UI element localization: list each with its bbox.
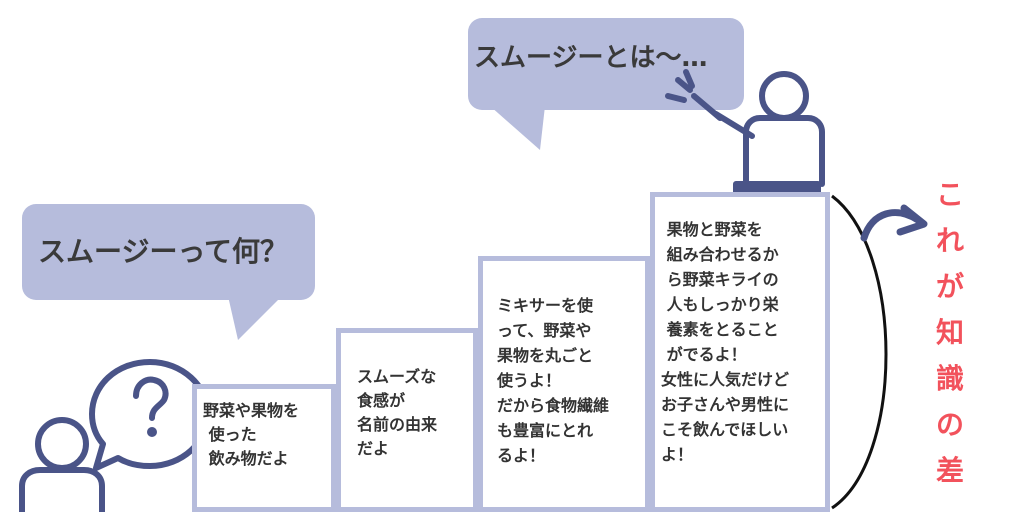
curved-arrow-icon — [860, 204, 928, 242]
step-1: 野菜や果物を 使った 飲み物だよ — [192, 384, 336, 512]
teacher-bubble-text: スムージーとは～… — [474, 43, 708, 73]
question-person-icon — [19, 359, 211, 512]
question-bubble-text: スムージーって何？ — [38, 235, 289, 268]
side-label: こ れ が 知 識 の 差 — [935, 178, 964, 487]
step-4-text: 果物と野菜を 組み合わせるか ら野菜キライの 人もしっかり栄 養素をとること が… — [661, 220, 790, 464]
step-2-text: スムーズな 食感が 名前の由来 だよ — [357, 367, 438, 458]
step-3-text: ミキサーを使 って、野菜や 果物を丸ごと 使うよ！ だから食物繊維 も豊富にとれ… — [497, 296, 610, 465]
step-4: 果物と野菜を 組み合わせるか ら野菜キライの 人もしっかり栄 養素をとること が… — [650, 192, 830, 512]
teacher-speech-bubble — [468, 18, 744, 150]
step-3: ミキサーを使 って、野菜や 果物を丸ごと 使うよ！ だから食物繊維 も豊富にとれ… — [478, 256, 650, 512]
teacher-icon — [665, 69, 825, 195]
step-1-text: 野菜や果物を 使った 飲み物だよ — [203, 401, 300, 468]
bracket-arc — [831, 194, 888, 510]
question-speech-bubble — [22, 204, 315, 340]
step-2: スムーズな 食感が 名前の由来 だよ — [336, 328, 478, 512]
